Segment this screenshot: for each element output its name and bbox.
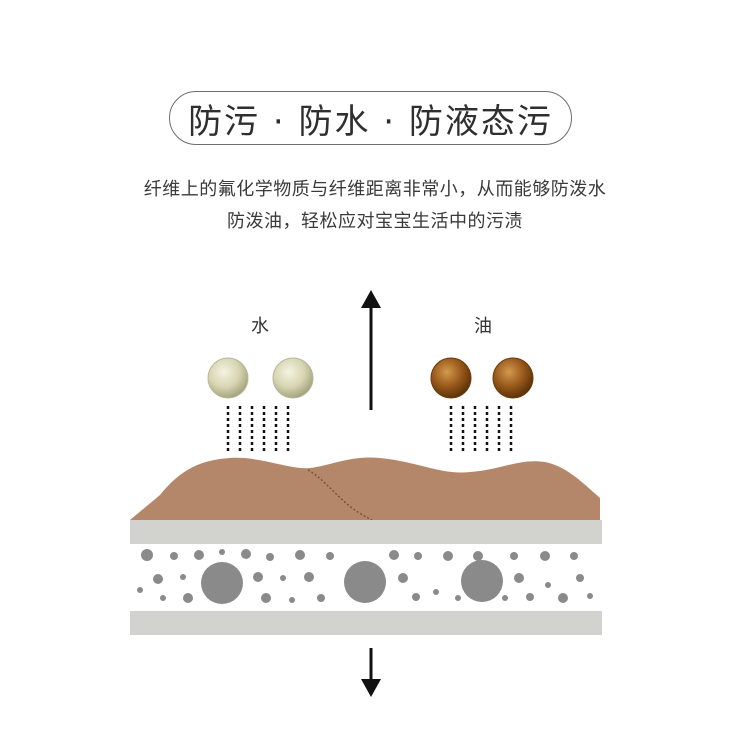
water-droplet-icon <box>272 357 314 399</box>
description-line-2: 防泼油，轻松应对宝宝生活中的污渍 <box>227 211 523 232</box>
oil-repel-lines <box>449 406 513 452</box>
water-label: 水 <box>251 316 269 337</box>
grey-layer-top <box>130 520 602 544</box>
oil-label: 油 <box>474 316 492 337</box>
water-repel-lines <box>226 406 290 452</box>
grey-layer-bottom <box>130 611 602 635</box>
oil-droplet-icon <box>430 357 472 399</box>
description-line-1: 纤维上的氟化学物质与纤维距离非常小，从而能够防泼水 <box>143 179 607 200</box>
heading-title: 防污 · 防水 · 防液态污 <box>169 91 572 145</box>
water-droplet-icon <box>207 357 249 399</box>
pore-dots <box>137 549 593 604</box>
fabric-seam <box>307 469 373 521</box>
down-arrow-icon <box>361 648 381 697</box>
fabric-top-layer <box>130 457 600 520</box>
oil-droplet-icon <box>492 357 534 399</box>
up-arrow-icon <box>361 290 381 410</box>
